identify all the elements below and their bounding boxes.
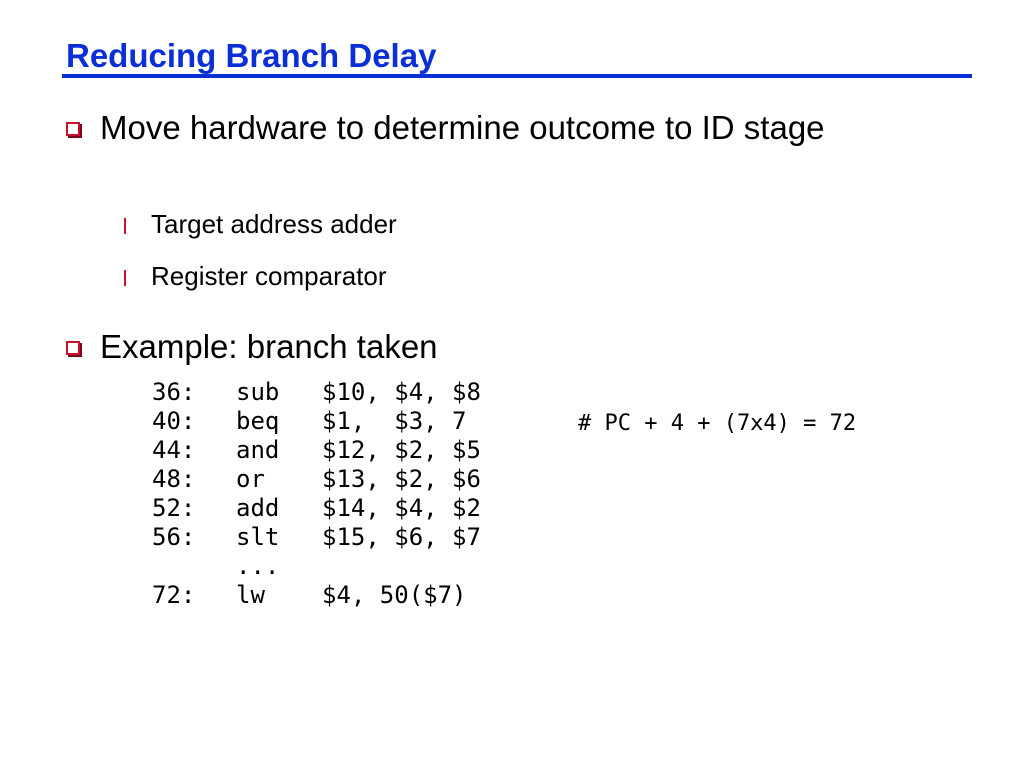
code-opcode: slt — [236, 523, 280, 551]
code-operands: $4, 50($7) — [322, 581, 467, 609]
code-opcode: or — [236, 465, 265, 493]
code-line: 52: add $14, $4, $2 — [152, 494, 481, 523]
sub-bullet-target-address-adder: Target address adder — [124, 207, 824, 241]
bar-icon — [124, 270, 126, 286]
code-operands: $13, $2, $6 — [322, 465, 481, 493]
bar-icon — [124, 218, 126, 234]
code-operands: $12, $2, $5 — [322, 436, 481, 464]
code-opcode: and — [236, 436, 280, 464]
code-address: 36: — [152, 378, 196, 406]
hollow-square-icon — [66, 341, 80, 355]
code-address: 44: — [152, 436, 196, 464]
code-address: 56: — [152, 523, 196, 551]
code-opcode: sub — [236, 378, 280, 406]
code-line: 36: sub $10, $4, $8 — [152, 378, 481, 407]
code-address: 48: — [152, 465, 196, 493]
code-listing: 36: sub $10, $4, $8 40: beq $1, $3, 7 44… — [152, 378, 481, 610]
code-operands: $1, $3, 7 — [322, 407, 467, 435]
code-line: 40: beq $1, $3, 7 — [152, 407, 467, 436]
bullet-text: Move hardware to determine outcome to ID… — [100, 109, 825, 146]
code-line: 72: lw $4, 50($7) — [152, 581, 467, 610]
code-opcode: lw — [236, 581, 265, 609]
sub-bullet-text: Target address adder — [151, 209, 397, 239]
code-line: ... — [152, 552, 279, 581]
hollow-square-icon — [66, 122, 80, 136]
sub-bullet-register-comparator: Register comparator — [124, 259, 824, 293]
code-comment: # PC + 4 + (7x4) = 72 — [578, 411, 857, 436]
code-operands: $14, $4, $2 — [322, 494, 481, 522]
code-opcode: beq — [236, 407, 280, 435]
code-ellipsis: ... — [236, 552, 280, 580]
code-address: 52: — [152, 494, 196, 522]
code-line: 56: slt $15, $6, $7 — [152, 523, 481, 552]
title-underline — [62, 74, 972, 78]
code-line: 44: and $12, $2, $5 — [152, 436, 481, 465]
slide-title: Reducing Branch Delay — [66, 37, 437, 74]
code-address: 72: — [152, 581, 196, 609]
code-operands: $10, $4, $8 — [322, 378, 481, 406]
code-line: 48: or $13, $2, $6 — [152, 465, 481, 494]
code-opcode: add — [236, 494, 280, 522]
code-operands: $15, $6, $7 — [322, 523, 481, 551]
bullet-text: Example: branch taken — [100, 328, 438, 365]
code-address: 40: — [152, 407, 196, 435]
sub-bullet-text: Register comparator — [151, 261, 387, 291]
